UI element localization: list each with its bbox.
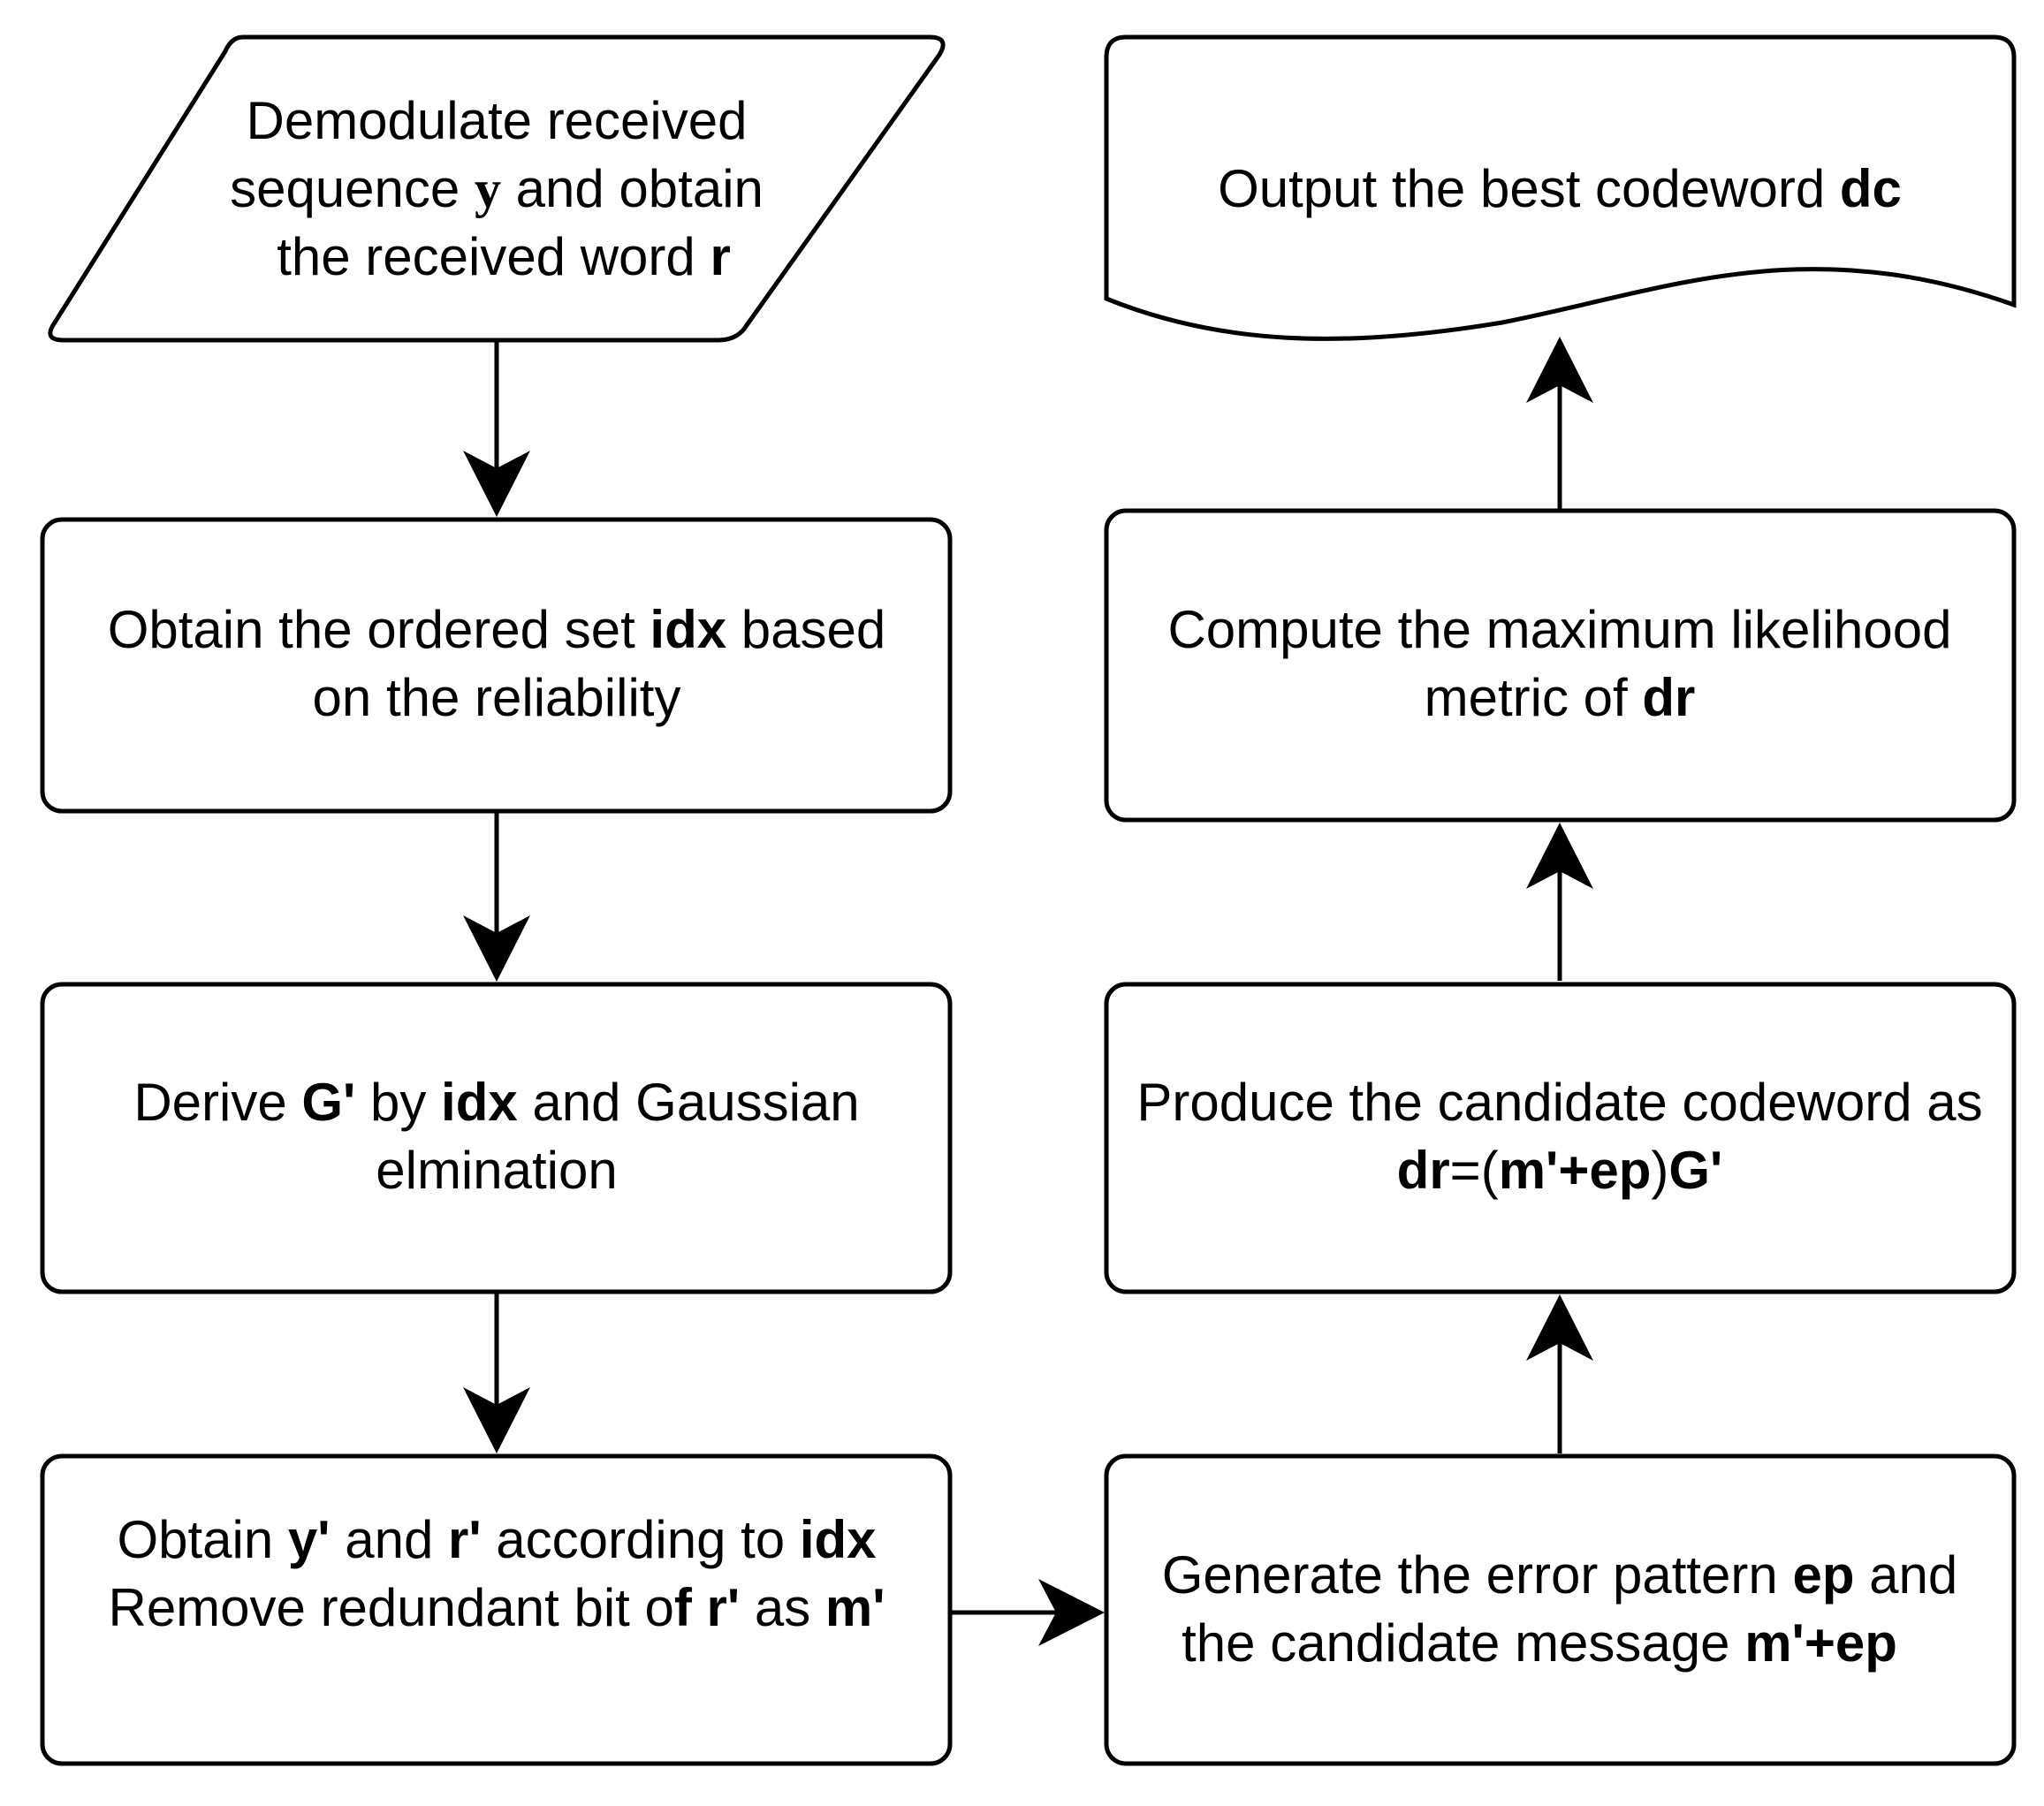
output-line-1: Output the best codeword dc (1218, 159, 1902, 218)
connector-produce-to-compute (1526, 823, 1593, 981)
connector-derive-to-obtain (463, 1292, 530, 1453)
connector-obtain-to-generate (950, 1579, 1105, 1646)
derive-line-2: elmination (376, 1141, 618, 1200)
obtain-line-2: Remove redundant bit of r' as m' (108, 1578, 885, 1637)
demodulate-line-2: sequence y and obtain (230, 159, 764, 218)
ordered-set-line-1: Obtain the ordered set idx based (108, 600, 886, 659)
produce-line-1: Produce the candidate codeword as (1136, 1073, 1982, 1132)
process-box (1104, 1453, 2017, 1766)
generate-line-1: Generate the error pattern ep and (1162, 1545, 1958, 1605)
derive-line-1: Derive G' by idx and Gaussian (133, 1073, 859, 1132)
connector-compute-to-output (1526, 337, 1593, 509)
node-ordered-set: Obtain the ordered set idx based on the … (40, 517, 953, 814)
node-derive: Derive G' by idx and Gaussian elmination (40, 982, 953, 1294)
node-generate: Generate the error pattern ep and the ca… (1104, 1453, 2017, 1766)
obtain-line-1: Obtain y' and r' according to idx (117, 1510, 876, 1569)
node-compute: Compute the maximum likelihood metric of… (1104, 508, 2017, 823)
document-shape (1104, 34, 2017, 341)
compute-line-1: Compute the maximum likelihood (1167, 600, 1951, 659)
connector-generate-to-produce (1526, 1294, 1593, 1453)
connector-ordered-set-to-derive (463, 811, 530, 982)
input-parallelogram-shape (48, 34, 946, 343)
node-output: Output the best codeword dc (1104, 34, 2017, 341)
produce-line-2: dr=(m'+ep)G' (1397, 1141, 1723, 1200)
process-box (40, 1453, 953, 1766)
ordered-set-line-2: on the reliability (313, 668, 681, 727)
process-box (1104, 508, 2017, 823)
compute-line-2: metric of dr (1425, 668, 1696, 727)
process-box (40, 982, 953, 1294)
process-box (1104, 982, 2017, 1294)
process-box (40, 517, 953, 814)
generate-line-2: the candidate message m'+ep (1182, 1613, 1897, 1673)
demodulate-line-3: the received word r (277, 227, 731, 286)
node-produce: Produce the candidate codeword as dr=(m'… (1104, 982, 2017, 1294)
node-demodulate: Demodulate received sequence y and obtai… (48, 34, 946, 343)
demodulate-line-1: Demodulate received (247, 91, 748, 150)
connector-demodulate-to-ordered-set (463, 340, 530, 517)
node-obtain-y-r: Obtain y' and r' according to idx Remove… (40, 1453, 953, 1766)
